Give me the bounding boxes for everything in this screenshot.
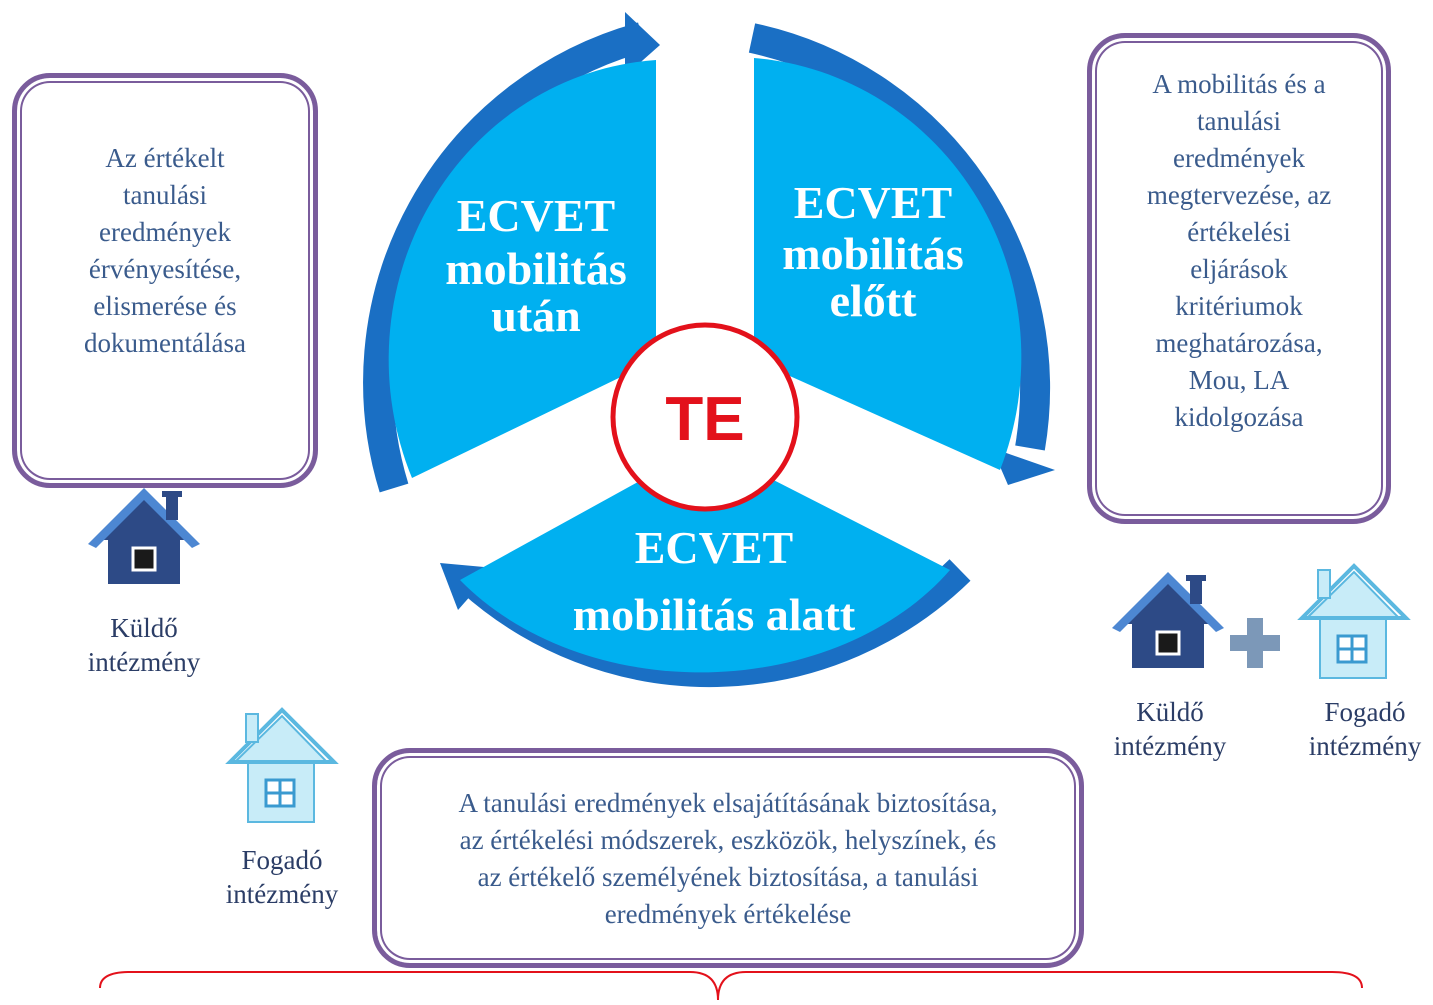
box-line: kritériumok bbox=[1175, 291, 1303, 321]
box-line: tanulási bbox=[123, 180, 207, 210]
segment-before bbox=[754, 58, 1022, 470]
box-line: A tanulási eredmények elsajátításának bi… bbox=[458, 788, 998, 818]
label-line: Küldő bbox=[1136, 697, 1204, 727]
segment-during-title-2: mobilitás alatt bbox=[573, 589, 856, 640]
plus-icon bbox=[1230, 618, 1280, 668]
label-line: intézmény bbox=[1113, 731, 1227, 761]
box-line: megtervezése, az bbox=[1146, 180, 1332, 210]
segment-during bbox=[460, 445, 950, 673]
box-line: az értékelő személyének biztosítása, a t… bbox=[477, 862, 979, 892]
house-dark-icon bbox=[1112, 572, 1224, 668]
house-light-icon bbox=[225, 707, 339, 823]
segment-before-title-1: ECVET bbox=[794, 177, 952, 228]
arrow-before bbox=[748, 23, 1051, 451]
left-sender-label: Küldő intézmény bbox=[64, 611, 224, 679]
box-line: eljárások bbox=[1190, 254, 1288, 284]
segment-before-title-2: mobilitás bbox=[782, 228, 963, 279]
house-dark-icon bbox=[88, 488, 200, 584]
after-mobility-box: Az értékelt tanulási eredmények érvényes… bbox=[12, 73, 318, 488]
box-line: érvényesítése, bbox=[88, 254, 242, 284]
during-mobility-text: A tanulási eredmények elsajátításának bi… bbox=[458, 785, 997, 963]
box-line: tanulási bbox=[1197, 106, 1281, 136]
right-receiver-label: Fogadó intézmény bbox=[1285, 695, 1433, 763]
segment-after-title-3: után bbox=[491, 290, 580, 341]
label-line: intézmény bbox=[1308, 731, 1422, 761]
segment-before-title-3: előtt bbox=[830, 275, 918, 326]
after-mobility-text: Az értékelt tanulási eredmények érvényes… bbox=[84, 140, 246, 483]
before-mobility-box: A mobilitás és a tanulási eredmények meg… bbox=[1087, 33, 1391, 524]
arrow-after bbox=[363, 22, 646, 493]
center-label: TE bbox=[665, 385, 744, 454]
box-line: eredmények értékelése bbox=[604, 899, 852, 929]
box-line: Az értékelt bbox=[105, 143, 225, 173]
bottom-brace bbox=[99, 971, 1363, 1001]
box-line: értékelési bbox=[1187, 217, 1291, 247]
left-receiver-label: Fogadó intézmény bbox=[202, 843, 362, 911]
label-line: intézmény bbox=[87, 647, 201, 677]
house-light-icon bbox=[1297, 563, 1411, 679]
box-line: az értékelési módszerek, eszközök, helys… bbox=[459, 825, 997, 855]
segment-after-title-1: ECVET bbox=[457, 190, 615, 241]
box-line: elismerése és bbox=[93, 291, 237, 321]
box-line: Mou, LA bbox=[1188, 365, 1290, 395]
box-line: meghatározása, bbox=[1155, 328, 1323, 358]
arrow-before-head bbox=[992, 448, 1055, 485]
box-line: dokumentálása bbox=[84, 328, 246, 358]
segment-during-title-1: ECVET bbox=[635, 522, 793, 573]
label-line: Küldő bbox=[110, 613, 178, 643]
arrow-after-head bbox=[625, 12, 660, 76]
label-line: intézmény bbox=[225, 879, 339, 909]
box-line: kidolgozása bbox=[1174, 402, 1304, 432]
before-mobility-text: A mobilitás és a tanulási eredmények meg… bbox=[1147, 66, 1331, 519]
label-line: Fogadó bbox=[1324, 697, 1406, 727]
during-mobility-box: A tanulási eredmények elsajátításának bi… bbox=[372, 748, 1084, 968]
box-line: A mobilitás és a bbox=[1152, 69, 1326, 99]
box-line: eredmények bbox=[1173, 143, 1305, 173]
right-sender-label: Küldő intézmény bbox=[1090, 695, 1250, 763]
label-line: Fogadó bbox=[241, 845, 323, 875]
box-line: eredmények bbox=[99, 217, 231, 247]
segment-after bbox=[388, 60, 656, 478]
cycle-segments bbox=[388, 58, 1022, 673]
segment-after-title-2: mobilitás bbox=[445, 243, 626, 294]
center-circle bbox=[610, 322, 800, 512]
